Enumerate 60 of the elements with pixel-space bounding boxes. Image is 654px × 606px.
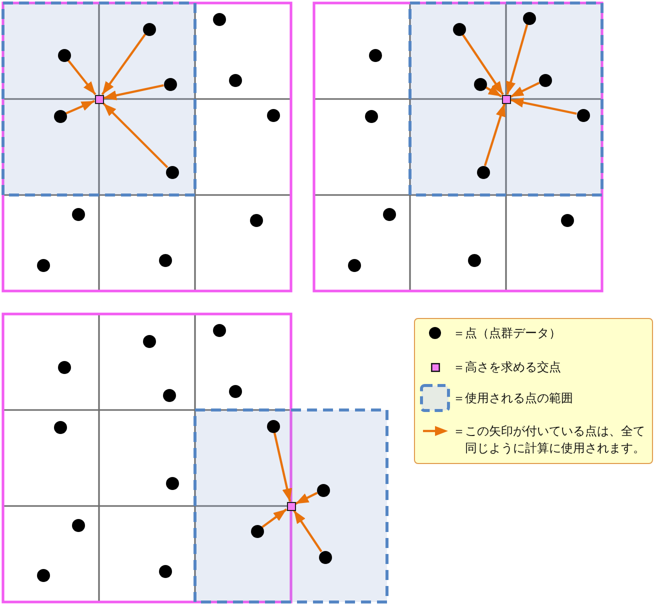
data-point: [158, 254, 172, 266]
data-point: [142, 334, 156, 348]
arrow: [67, 59, 96, 96]
data-point: [212, 324, 226, 336]
data-point: [54, 110, 66, 122]
arrow: [102, 102, 168, 168]
data-point: [476, 166, 490, 178]
arrow: [262, 508, 288, 528]
data-point: [36, 258, 50, 272]
data-point: [72, 208, 84, 220]
arrow: [66, 100, 95, 114]
data-point: [382, 208, 396, 220]
data-point: [142, 22, 156, 36]
data-point: [576, 108, 590, 122]
data-point: [212, 12, 226, 26]
legend-text: ＝この矢印が付いている点は、全て同じように計算に使用されます。: [453, 422, 646, 456]
data-point: [58, 360, 70, 374]
data-point: [474, 78, 486, 90]
legend-text: ＝高さを求める交点: [453, 358, 562, 376]
legend-text: ＝点（点群データ）: [453, 324, 562, 342]
data-point: [266, 420, 280, 432]
legend-text: ＝使用される点の範囲: [453, 390, 574, 406]
data-point: [72, 518, 84, 532]
data-point: [368, 48, 382, 62]
data-point: [162, 388, 176, 402]
data-point: [316, 484, 330, 496]
data-point: [468, 254, 480, 266]
data-point: [452, 22, 466, 36]
arrow: [506, 24, 528, 95]
data-point: [228, 384, 242, 398]
data-point: [318, 550, 332, 564]
arrow: [510, 82, 540, 98]
data-point: [158, 564, 172, 578]
arrow: [101, 34, 146, 96]
data-point: [166, 476, 178, 490]
data-point: [58, 48, 70, 62]
arrow: [295, 492, 318, 505]
data-point: [228, 74, 242, 86]
data-point: [266, 108, 280, 122]
arrow: [293, 510, 322, 552]
data-point: [250, 524, 264, 538]
data-point: [560, 214, 574, 226]
data-point: [166, 166, 178, 178]
data-point: [348, 258, 360, 272]
data-point: [164, 78, 176, 90]
data-point: [522, 12, 536, 24]
data-point: [250, 214, 262, 226]
arrow: [485, 86, 502, 98]
data-point: [364, 110, 378, 122]
intersection-marker: [286, 502, 296, 510]
arrow: [273, 432, 292, 502]
arrow: [484, 103, 506, 166]
intersection-marker: [94, 94, 104, 104]
data-point: [54, 420, 66, 434]
arrow: [462, 34, 504, 96]
intersection-marker: [502, 94, 510, 104]
arrow: [510, 98, 577, 115]
data-point: [36, 568, 50, 582]
data-point: [538, 74, 552, 86]
arrow: [103, 84, 164, 100]
